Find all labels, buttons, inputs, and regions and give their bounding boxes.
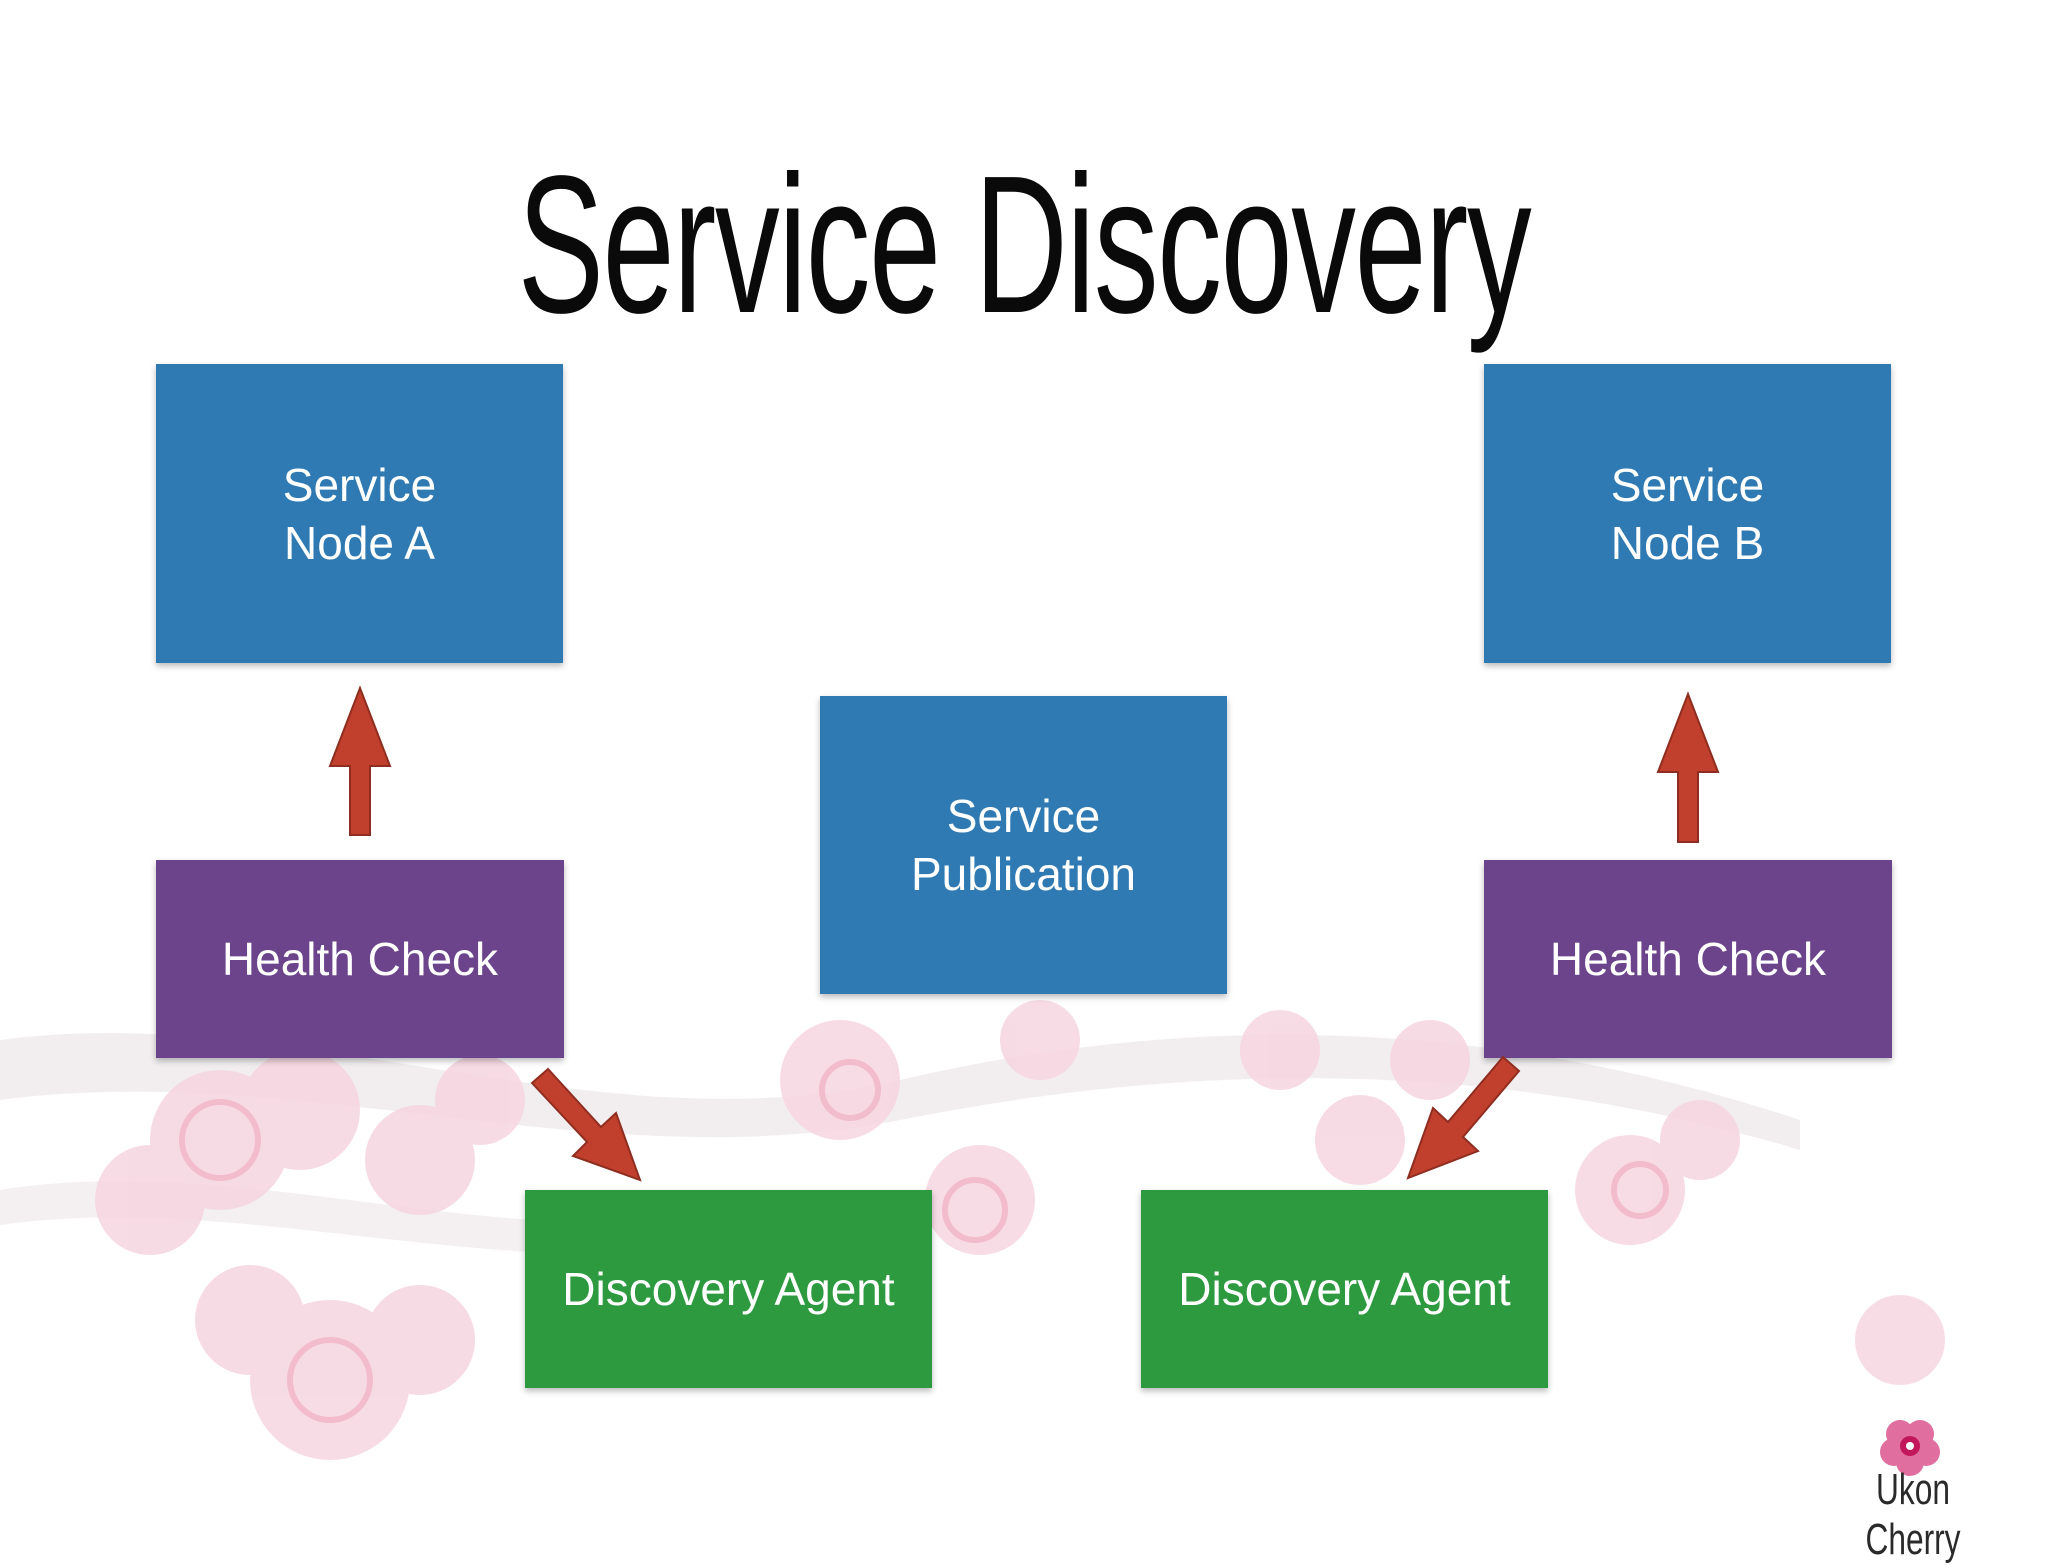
arrow-up-right — [1656, 691, 1720, 843]
service-node-b: Service Node B — [1484, 364, 1891, 663]
service-node-a: Service Node A — [156, 364, 563, 663]
discovery-agent-right-label: Discovery Agent — [1178, 1263, 1511, 1315]
service-publication: Service Publication — [820, 696, 1227, 994]
arrow-diag-right — [1406, 1055, 1521, 1180]
discovery-agent-right: Discovery Agent — [1141, 1190, 1548, 1388]
service-node-a-label: Service Node A — [282, 458, 437, 569]
arrow-diag-left — [530, 1067, 642, 1182]
health-check-left-label: Health Check — [221, 933, 499, 985]
arrow-up-left — [328, 685, 392, 836]
service-node-b-label: Service Node B — [1610, 458, 1765, 569]
health-check-right-label: Health Check — [1549, 933, 1827, 985]
health-check-left: Health Check — [156, 860, 564, 1058]
slide-title: Service Discovery — [517, 135, 1532, 354]
discovery-agent-left-label: Discovery Agent — [562, 1263, 895, 1315]
ukon-cherry-blossom-icon — [1880, 1420, 1940, 1476]
health-check-right: Health Check — [1484, 860, 1892, 1058]
discovery-agent-left: Discovery Agent — [525, 1190, 932, 1388]
service-publication-label: Service Publication — [910, 790, 1137, 900]
